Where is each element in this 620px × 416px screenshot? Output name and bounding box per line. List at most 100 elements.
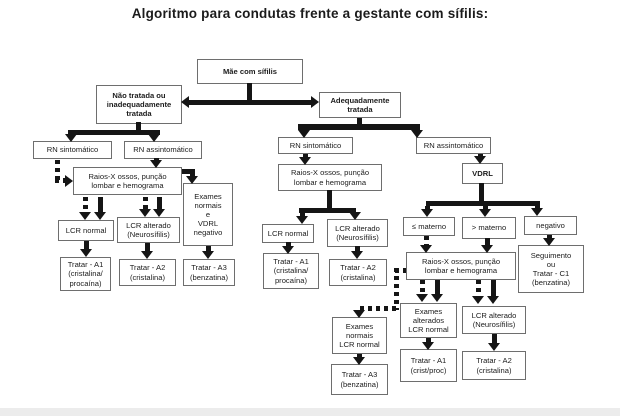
node-rn-assintomatico-esq: RN assintomático bbox=[124, 141, 202, 159]
node-tratar-a2-c: Tratar - A2 (cristalina) bbox=[329, 259, 387, 286]
connector-lcrnormal-esq-a1 bbox=[84, 241, 89, 250]
arrowhead-a2-c bbox=[351, 251, 363, 259]
node-rn-sintomatico-esq: RN sintomático bbox=[33, 141, 112, 159]
arrowhead-to-rn-assint-c bbox=[411, 130, 423, 138]
connector-naotratada-stem bbox=[136, 122, 141, 132]
connector-solid-to-lcrnormal-esq bbox=[98, 197, 103, 213]
connector-dashed-to-lcralt-esq bbox=[143, 197, 148, 210]
connector-solid-to-exames-alterados bbox=[435, 280, 440, 295]
node-mae-com-sifilis: Mãe com sífilis bbox=[197, 59, 303, 84]
connector-dashed-to-lcralt-dir bbox=[476, 280, 481, 297]
arrowhead-to-seguimento bbox=[543, 238, 555, 246]
connector-vdrl-stem bbox=[479, 183, 484, 203]
connector-lcralt-esq-a2 bbox=[145, 243, 150, 252]
node-tratar-a1-dir: Tratar - A1 (crist/proc) bbox=[400, 349, 457, 382]
arrowhead-to-negativo bbox=[531, 208, 543, 216]
arrowhead-to-leq-materno bbox=[421, 209, 433, 217]
connector-examesnormais-a3 bbox=[357, 354, 362, 358]
arrowhead-a1-c bbox=[282, 246, 294, 254]
connector-examesvdrl-a3 bbox=[206, 246, 211, 252]
connector-raiosxesq-elbow-h bbox=[182, 169, 195, 174]
connector-rnsint-c bbox=[303, 154, 308, 159]
connector-vdrl-drop2 bbox=[483, 206, 488, 210]
arrowhead-to-exames-vdrl bbox=[186, 176, 198, 184]
node-seguimento-tratar-c1: Seguimento ou Tratar - C1 (benzatina) bbox=[518, 245, 584, 293]
arrowhead-solid-lcralt-dir bbox=[487, 296, 499, 304]
connector-raiosxesq-elbow-v bbox=[190, 169, 195, 178]
connector-raiosxc-dropL bbox=[300, 213, 305, 217]
node-tratar-a3-esq: Tratar - A3 (benzatina) bbox=[183, 259, 235, 286]
arrowhead-dashed-lcrnormal-esq bbox=[79, 212, 91, 220]
node-raiosx-dir: Raios-X ossos, punção lombar e hemograma bbox=[406, 252, 516, 280]
connector-mae-stem bbox=[247, 83, 252, 102]
arrowhead-to-lcrnormal-c bbox=[296, 216, 308, 224]
node-nao-tratada: Não tratada ou inadequadamente tratada bbox=[96, 85, 182, 124]
node-lcr-alterado-dir: LCR alterado (Neurosífilis) bbox=[462, 306, 526, 334]
page-edge-shade bbox=[0, 408, 620, 416]
arrowhead-solid-lcralt-esq bbox=[153, 209, 165, 217]
page-title: Algoritmo para condutas frente a gestant… bbox=[131, 6, 489, 21]
arrowhead-dashed-exames-alterados bbox=[416, 294, 428, 302]
arrowhead-a2-dir bbox=[488, 343, 500, 351]
arrowhead-to-raiosx-esq-top bbox=[150, 160, 162, 168]
node-vdrl: VDRL bbox=[462, 163, 503, 184]
connector-adeq-stem bbox=[357, 118, 362, 126]
arrowhead-to-lcralt-c bbox=[349, 212, 361, 220]
arrowhead-to-raiosx-esq-left bbox=[65, 175, 73, 187]
node-exames-alterados-lcr-normal: Exames alterados LCR normal bbox=[400, 303, 457, 338]
connector-adeq-bar bbox=[298, 124, 420, 130]
connector-solid-to-lcralt-esq bbox=[157, 197, 162, 210]
arrowhead-dashed-lcralt-dir bbox=[472, 296, 484, 304]
arrowhead-to-maior-materno bbox=[479, 209, 491, 217]
node-leq-materno: ≤ materno bbox=[403, 217, 455, 236]
node-exames-normais-lcr-normal: Exames normais LCR normal bbox=[332, 317, 387, 354]
connector-dashed-rnsint-esq2 bbox=[55, 178, 66, 183]
node-lcr-normal-esq: LCR normal bbox=[58, 220, 114, 241]
node-lcr-alterado-c: LCR alterado (Neurosífilis) bbox=[327, 219, 388, 247]
arrowhead-maior-raiosxdir bbox=[481, 245, 493, 253]
connector-dashed-to-exames-alterados bbox=[420, 280, 425, 295]
arrowhead-solid-exames-alterados bbox=[431, 294, 443, 302]
connector-dashed-raiosxdir-v bbox=[394, 268, 399, 310]
arrowhead-to-adequadamente bbox=[311, 96, 319, 108]
connector-vdrl-drop1 bbox=[425, 206, 430, 210]
arrowhead-a2-esq bbox=[141, 251, 153, 259]
connector-naotratada-bar bbox=[68, 130, 160, 135]
arrowhead-to-rn-sint-c bbox=[298, 130, 310, 138]
node-tratar-a2-dir: Tratar - A2 (cristalina) bbox=[462, 351, 526, 380]
connector-negativo bbox=[547, 235, 552, 239]
arrowhead-to-raiosx-c bbox=[299, 157, 311, 165]
node-tratar-a1-c: Tratar - A1 (cristalina/ procaína) bbox=[263, 253, 319, 289]
arrowhead-to-nao-tratada bbox=[181, 96, 189, 108]
connector-lcrnormal-c-a1 bbox=[286, 242, 291, 247]
node-maior-materno: > materno bbox=[462, 217, 516, 239]
node-raiosx-esq: Raios-X ossos, punção lombar e hemograma bbox=[73, 167, 182, 195]
node-raiosx-c: Raios-X ossos, punção lombar e hemograma bbox=[278, 164, 382, 191]
arrowhead-to-exames-normais bbox=[353, 310, 365, 318]
connector-raiosxc-stem bbox=[327, 190, 332, 210]
connector-vdrl-bar bbox=[426, 201, 540, 206]
arrowhead-a1-dir bbox=[422, 342, 434, 350]
connector-vdrl-drop3 bbox=[535, 206, 540, 209]
connector-mae-bar bbox=[187, 100, 315, 105]
connector-raiosxc-bar bbox=[299, 208, 356, 213]
node-exames-normais-vdrl-negativo: Exames normais e VDRL negativo bbox=[183, 183, 233, 246]
node-lcr-normal-c: LCR normal bbox=[262, 224, 314, 243]
connector-dashed-raiosxdir-h2 bbox=[360, 306, 396, 311]
arrowhead-a3-esq bbox=[202, 251, 214, 259]
connector-lcralt-c-a2 bbox=[355, 246, 360, 252]
node-tratar-a2-esq: Tratar - A2 (cristalina) bbox=[119, 259, 176, 286]
arrowhead-leq-raiosxdir bbox=[420, 245, 432, 253]
node-tratar-a3-dir: Tratar - A3 (benzatina) bbox=[331, 364, 388, 395]
connector-lcraltdir-a2 bbox=[492, 334, 497, 344]
node-rn-sintomatico-c: RN sintomático bbox=[278, 137, 353, 154]
node-negativo: negativo bbox=[524, 216, 577, 235]
arrowhead-solid-lcrnormal-esq bbox=[94, 212, 106, 220]
arrowhead-dashed-lcralt-esq bbox=[139, 209, 151, 217]
arrowhead-to-rn-assint-esq bbox=[148, 134, 160, 142]
connector-examesalterados-a1 bbox=[426, 338, 431, 343]
arrowhead-a1-esq bbox=[80, 249, 92, 257]
connector-maior-materno bbox=[485, 238, 490, 246]
arrowhead-to-vdrl bbox=[474, 156, 486, 164]
